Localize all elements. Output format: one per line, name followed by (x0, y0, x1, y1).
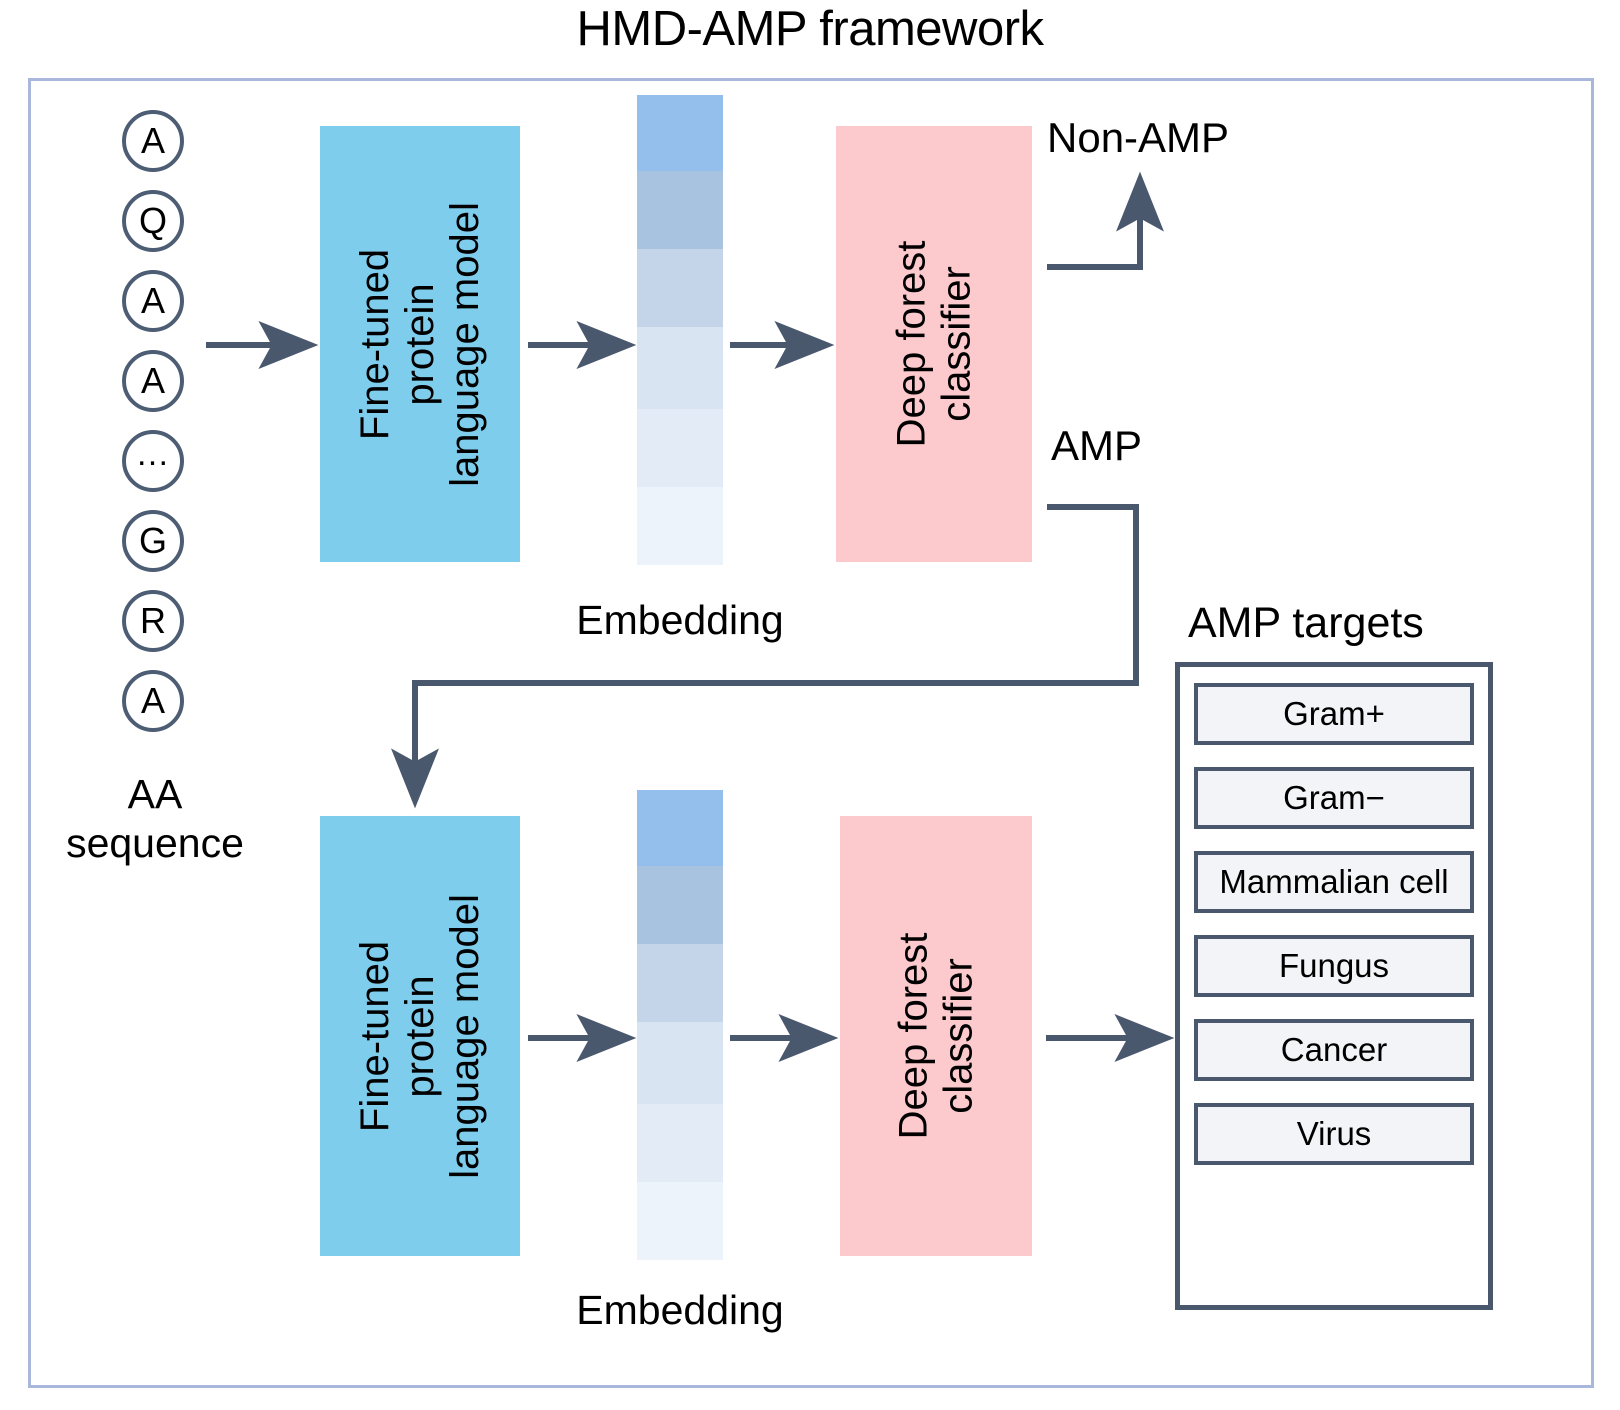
embedding-cell (637, 171, 723, 249)
plm-line3: language model (442, 201, 487, 487)
plm-line1: Fine-tuned (352, 248, 397, 440)
amp-target-item: Mammalian cell (1194, 851, 1474, 913)
dfc-line2: classifier (936, 958, 980, 1114)
amp-target-item: Cancer (1194, 1019, 1474, 1081)
amp-output-label: AMP (1051, 422, 1143, 469)
embedding-cell (637, 866, 723, 944)
embedding-cell (637, 409, 723, 487)
plm-line2: protein (397, 282, 442, 406)
aa-residue: A (122, 670, 184, 732)
embedding-cell (637, 1022, 723, 1104)
embedding-cell (637, 487, 723, 565)
amp-target-item: Fungus (1194, 935, 1474, 997)
aa-sequence-label-line1: AA (127, 771, 183, 817)
plm-line1: Fine-tuned (352, 940, 397, 1132)
embedding-cell (637, 95, 723, 171)
amp-target-item: Gram− (1194, 767, 1474, 829)
amp-target-item: Gram+ (1194, 683, 1474, 745)
bottom-protein-language-model-box: Fine-tuned protein language model (320, 816, 520, 1256)
bottom-deep-forest-classifier-box: Deep forest classifier (840, 816, 1032, 1256)
plm-line2: protein (397, 974, 442, 1098)
top-protein-language-model-label: Fine-tuned protein language model (353, 202, 488, 487)
dfc-line1: Deep forest (891, 932, 935, 1140)
top-protein-language-model-box: Fine-tuned protein language model (320, 126, 520, 562)
embedding-cell (637, 944, 723, 1022)
top-deep-forest-classifier-label: Deep forest classifier (889, 241, 979, 448)
embedding-cell (637, 249, 723, 327)
aa-residue: R (122, 590, 184, 652)
aa-residue: A (122, 110, 184, 172)
embedding-cell (637, 790, 723, 866)
aa-sequence-column: A Q A A … G R A (122, 110, 188, 750)
amp-target-item: Virus (1194, 1103, 1474, 1165)
aa-residue-ellipsis: … (122, 430, 184, 492)
bottom-deep-forest-classifier-label: Deep forest classifier (891, 933, 981, 1140)
embedding-cell (637, 1104, 723, 1182)
amp-targets-panel: Gram+ Gram− Mammalian cell Fungus Cancer… (1175, 662, 1493, 1310)
aa-residue: G (122, 510, 184, 572)
dfc-line2: classifier (934, 266, 978, 422)
embedding-cell (637, 327, 723, 409)
plm-line3: language model (442, 893, 487, 1179)
aa-residue: Q (122, 190, 184, 252)
top-embedding-label: Embedding (576, 597, 784, 643)
top-embedding-column (637, 95, 723, 565)
aa-residue: A (122, 270, 184, 332)
aa-sequence-label: AA sequence (10, 770, 300, 868)
bottom-embedding-column (637, 790, 723, 1260)
non-amp-output-label: Non-AMP (1047, 114, 1230, 161)
bottom-embedding-label: Embedding (576, 1287, 784, 1333)
embedding-cell (637, 1182, 723, 1260)
figure-title: HMD-AMP framework (576, 2, 1044, 56)
dfc-line1: Deep forest (889, 240, 933, 448)
top-deep-forest-classifier-box: Deep forest classifier (836, 126, 1032, 562)
bottom-protein-language-model-label: Fine-tuned protein language model (353, 894, 488, 1179)
aa-sequence-label-line2: sequence (66, 820, 244, 866)
aa-residue: A (122, 350, 184, 412)
amp-targets-heading: AMP targets (1188, 599, 1424, 647)
